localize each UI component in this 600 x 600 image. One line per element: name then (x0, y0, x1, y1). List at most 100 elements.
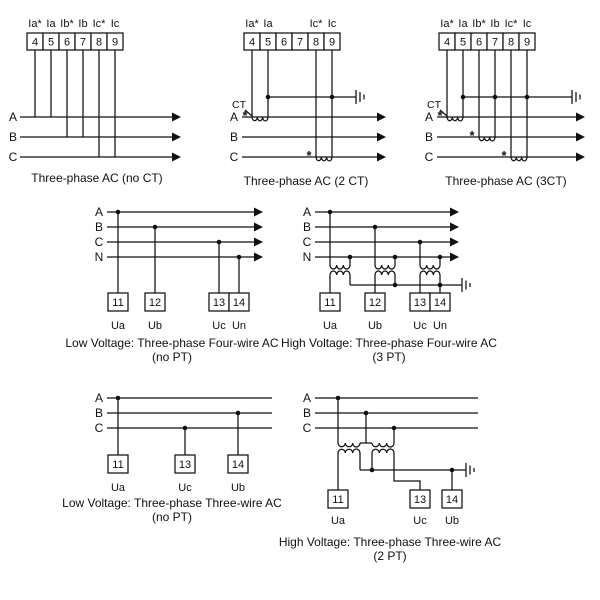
diagram-hv-three-wire: A B C 11 13 14 Ua Uc Ub High Voltage: Th… (279, 391, 502, 563)
terminal-number: 7 (297, 37, 303, 49)
voltage-label: Uc (212, 320, 226, 332)
junction-dots (327, 209, 443, 288)
voltage-label: Ub (445, 515, 459, 527)
phase-label: C (95, 421, 104, 435)
phase-label: C (9, 150, 18, 164)
diagram-caption: (2 PT) (373, 549, 406, 563)
terminal-number: 14 (233, 297, 245, 309)
terminal-number: 6 (476, 37, 482, 49)
terminal-box (429, 292, 451, 312)
voltage-label: Uc (413, 320, 427, 332)
pt-secondary-coil-icon (371, 448, 395, 454)
terminal-number: 4 (444, 37, 450, 49)
voltage-label: Un (433, 320, 447, 332)
terminal-number: 4 (249, 37, 255, 49)
ct-coil-icon (478, 136, 496, 142)
terminal-number: 8 (96, 37, 102, 49)
junction-dot (437, 282, 443, 288)
ct-coil-icon (510, 156, 528, 162)
arrowhead-icon (172, 112, 181, 122)
phase-label: B (95, 220, 103, 234)
terminal-label: Ic* (93, 18, 107, 30)
terminal-number: 7 (492, 37, 498, 49)
polarity-mark: * (242, 108, 248, 123)
terminal-number: 5 (48, 37, 54, 49)
ground-icon (355, 90, 365, 104)
diagram-caption: (no PT) (152, 350, 192, 364)
pt-secondary-coil-icon (374, 270, 396, 276)
terminal-box (364, 292, 386, 312)
voltage-label: Un (232, 320, 246, 332)
phase-label: A (95, 205, 103, 219)
pt-primary-coil-icon (337, 442, 361, 448)
voltage-label: Ua (331, 515, 346, 527)
phase-label: A (230, 110, 238, 124)
terminal-strip (319, 292, 451, 312)
junction-dots (460, 94, 530, 100)
phase-label: B (9, 130, 17, 144)
terminal-box (107, 454, 129, 474)
terminal-number: 11 (112, 459, 123, 471)
pt-secondary-coil-icon (419, 270, 441, 276)
terminal-label: Ib* (60, 18, 74, 30)
diagram-caption: High Voltage: Three-phase Four-wire AC (281, 336, 497, 350)
junction-dot (329, 94, 335, 100)
terminal-number: 13 (414, 494, 426, 506)
junction-dot (335, 395, 341, 401)
arrowhead-icon (172, 132, 181, 142)
voltage-label: Ub (231, 482, 245, 494)
terminal-label: Ic (328, 18, 337, 30)
junction-dot (347, 254, 353, 260)
junction-dot (417, 239, 423, 245)
pt-primary-coil-icon (329, 264, 351, 270)
terminal-label: Ia (458, 18, 468, 30)
phase-label: C (303, 421, 312, 435)
arrowhead-icon (254, 252, 263, 262)
pt-secondary-coil-icon (329, 270, 351, 276)
arrowhead-icon (254, 237, 263, 247)
junction-dots (115, 209, 242, 260)
diagram-three-phase-2ct: Ia* Ia Ic* Ic 4 5 6 7 8 9 CT * * A B C T… (230, 18, 386, 188)
terminal-label: Ia* (28, 18, 42, 30)
phase-label: A (425, 110, 433, 124)
terminal-box (409, 489, 431, 509)
wires (242, 50, 377, 158)
wires (20, 50, 172, 158)
terminal-box (319, 292, 341, 312)
load-arrows (377, 112, 386, 162)
arrowhead-icon (377, 152, 386, 162)
polarity-mark: * (437, 108, 443, 123)
terminal-number: 6 (64, 37, 70, 49)
terminal-label: Ic* (505, 18, 519, 30)
wires (315, 397, 478, 490)
terminal-number: 9 (329, 37, 335, 49)
junction-dot (115, 209, 121, 215)
ground-icon (571, 90, 581, 104)
terminal-label: Ib* (472, 18, 486, 30)
phase-label: A (9, 110, 17, 124)
diagram-caption: (no PT) (152, 510, 192, 524)
pt-secondary-coil-icon (337, 448, 361, 454)
terminal-number: 6 (281, 37, 287, 49)
terminal-label: Ic* (310, 18, 324, 30)
ct-coil-icon (315, 156, 333, 162)
phase-label: N (303, 250, 312, 264)
arrowhead-icon (576, 152, 585, 162)
junction-dot (235, 410, 241, 416)
phase-label: B (425, 130, 433, 144)
junction-dot (115, 395, 121, 401)
terminal-number: 13 (414, 297, 426, 309)
wires (107, 211, 254, 293)
phase-label: B (303, 406, 311, 420)
wires (437, 50, 576, 158)
terminal-number: 8 (313, 37, 319, 49)
terminal-box (441, 489, 463, 509)
junction-dot (372, 224, 378, 230)
terminal-box (227, 454, 249, 474)
phase-label: C (425, 150, 434, 164)
terminal-strip (26, 32, 124, 51)
terminal-label: Ic (523, 18, 532, 30)
arrowhead-icon (576, 132, 585, 142)
diagram-lv-four-wire: A B C N 11 12 13 14 Ua Ub Uc Un Low Volt… (65, 205, 279, 364)
